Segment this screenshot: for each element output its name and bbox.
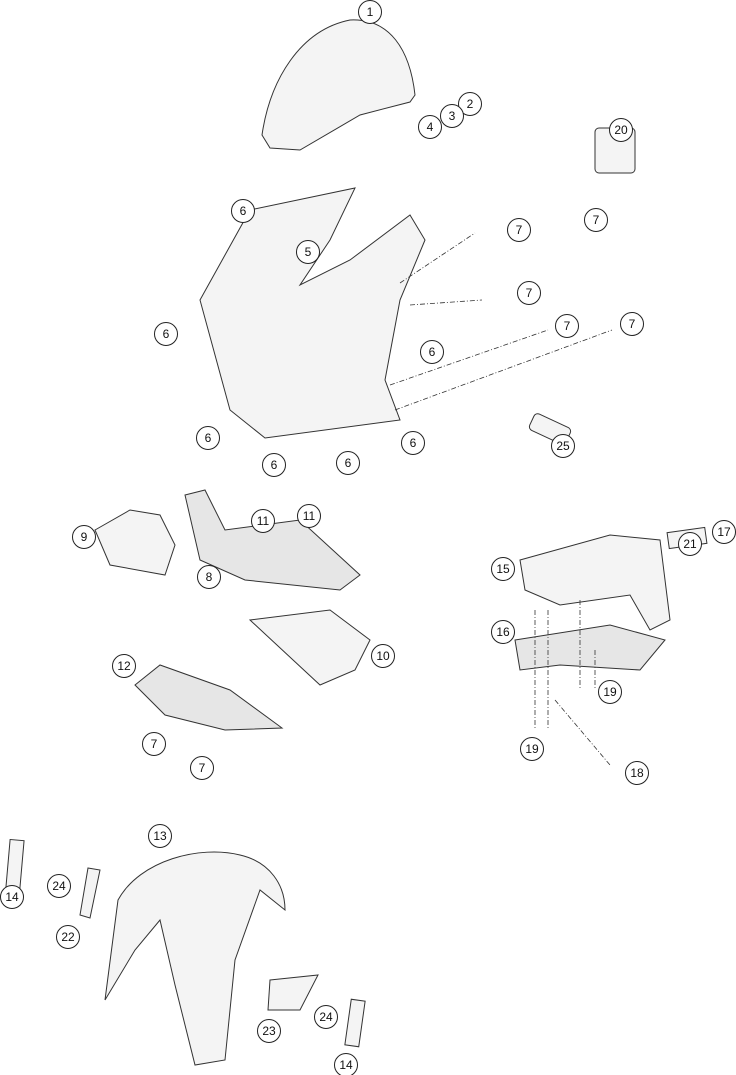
callout-7: 7: [517, 281, 541, 305]
callout-5: 5: [296, 240, 320, 264]
callout-7: 7: [507, 218, 531, 242]
callout-22: 22: [56, 925, 80, 949]
callout-14: 14: [334, 1053, 358, 1075]
callout-24: 24: [47, 874, 71, 898]
callout-6: 6: [231, 199, 255, 223]
mount-bracket-part: [519, 534, 671, 631]
upper-fairing-part: [199, 187, 426, 439]
callout-4: 4: [418, 115, 442, 139]
callout-18: 18: [625, 761, 649, 785]
callout-1: 1: [358, 0, 382, 24]
callout-6: 6: [401, 431, 425, 455]
callout-6: 6: [420, 340, 444, 364]
lower-bracket-part: [514, 624, 666, 671]
callout-13: 13: [148, 824, 172, 848]
side-panel-lower-part: [248, 609, 371, 686]
callout-21: 21: [678, 532, 702, 556]
callout-19: 19: [520, 737, 544, 761]
under-cover-part: [134, 664, 284, 731]
callout-6: 6: [154, 322, 178, 346]
callout-6: 6: [336, 451, 360, 475]
callout-9: 9: [72, 525, 96, 549]
callout-6: 6: [196, 426, 220, 450]
callout-12: 12: [112, 654, 136, 678]
callout-24: 24: [314, 1005, 338, 1029]
callout-6: 6: [262, 453, 286, 477]
callout-15: 15: [491, 557, 515, 581]
callout-16: 16: [491, 620, 515, 644]
callout-7: 7: [584, 208, 608, 232]
windshield-part: [261, 19, 416, 151]
callout-11: 11: [297, 504, 321, 528]
callout-7: 7: [190, 756, 214, 780]
side-panel-left-part: [94, 509, 176, 576]
callout-7: 7: [620, 312, 644, 336]
reflector-left-part: [5, 838, 25, 890]
front-fender-part: [104, 851, 286, 1066]
callout-23: 23: [257, 1019, 281, 1043]
callout-7: 7: [142, 732, 166, 756]
fender-bracket-left-part: [79, 867, 101, 919]
callout-3: 3: [440, 104, 464, 128]
callout-17: 17: [712, 520, 736, 544]
callout-10: 10: [371, 644, 395, 668]
callout-11: 11: [251, 509, 275, 533]
callout-20: 20: [609, 118, 633, 142]
callout-19: 19: [598, 680, 622, 704]
reflector-right-part: [344, 998, 366, 1048]
callout-8: 8: [197, 565, 221, 589]
callout-14: 14: [0, 885, 24, 909]
fender-bracket-right-part: [267, 974, 319, 1011]
callout-7: 7: [555, 314, 579, 338]
callout-25: 25: [551, 434, 575, 458]
